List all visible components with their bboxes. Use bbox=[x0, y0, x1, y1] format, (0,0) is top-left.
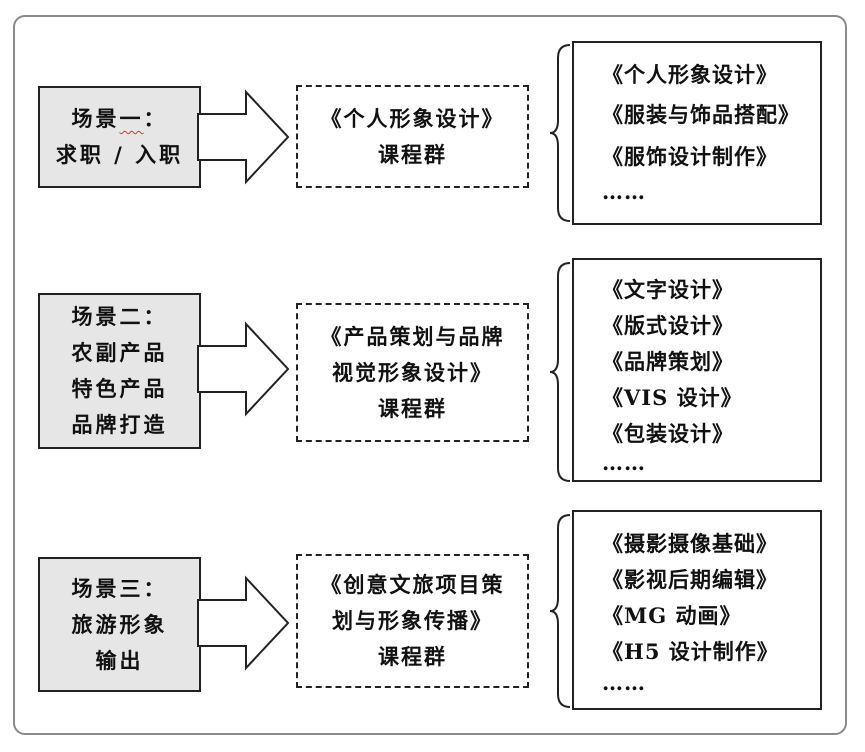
curly-brace-icon bbox=[549, 514, 571, 708]
course-list-2-item-1: 《文字设计》 bbox=[602, 277, 734, 302]
scene-3-line-2: 旅游形象 bbox=[71, 611, 168, 637]
scene-2-line-2: 农副产品 bbox=[71, 340, 168, 365]
course-2-line-1: 《产品策划与品牌 bbox=[320, 323, 505, 349]
course-list-3-item-1: 《摄影摄像基础》 bbox=[602, 531, 778, 556]
course-3-line-2: 划与形象传播》 bbox=[332, 608, 493, 633]
spellcheck-underline: 一 bbox=[119, 106, 144, 131]
course-list-box-2: 《文字设计》 《版式设计》 《品牌策划》 《VIS 设计》 《包装设计》 …… bbox=[572, 258, 822, 482]
curly-brace-icon bbox=[549, 44, 571, 222]
course-list-1-item-3: 《服饰设计制作》 bbox=[602, 144, 778, 169]
scene-box-1: 场景一： 求职 / 入职 bbox=[38, 86, 201, 188]
course-list-3-item-2: 《影视后期编辑》 bbox=[602, 567, 778, 592]
scene-2-line-1: 场景二： bbox=[71, 304, 168, 329]
course-group-box-1: 《个人形象设计》 课程群 bbox=[296, 85, 529, 188]
course-list-2-item-3: 《品牌策划》 bbox=[602, 349, 734, 374]
course-list-1-item-1: 《个人形象设计》 bbox=[602, 62, 778, 87]
scene-box-2: 场景二： 农副产品 特色产品 品牌打造 bbox=[38, 293, 201, 449]
course-list-box-1: 《个人形象设计》 《服装与饰品搭配》 《服饰设计制作》 …… bbox=[572, 41, 822, 225]
course-list-2-item-5: 《包装设计》 bbox=[602, 421, 734, 446]
course-3-line-1: 《创意文旅项目策 bbox=[320, 572, 505, 597]
scene-2-line-3: 特色产品 bbox=[71, 376, 168, 401]
curly-brace-icon bbox=[549, 262, 571, 482]
scene-box-3: 场景三： 旅游形象 输出 bbox=[38, 557, 201, 692]
right-arrow-icon bbox=[197, 321, 290, 417]
course-list-box-3: 《摄影摄像基础》 《影视后期编辑》 《MG 动画》 《H5 设计制作》 …… bbox=[572, 510, 822, 710]
course-1-line-2: 课程群 bbox=[378, 141, 447, 167]
course-list-3-item-4: 《H5 设计制作》 bbox=[602, 639, 779, 664]
course-list-2-item-4: 《VIS 设计》 bbox=[602, 385, 743, 410]
right-arrow-icon bbox=[197, 89, 290, 185]
course-list-2-item-6: …… bbox=[602, 450, 646, 475]
course-1-line-1: 《个人形象设计》 bbox=[320, 105, 505, 131]
course-2-line-2: 视觉形象设计》 bbox=[332, 359, 493, 385]
course-list-3-item-5: …… bbox=[602, 670, 646, 695]
course-list-1-item-4: …… bbox=[602, 179, 646, 204]
scene-3-line-1: 场景三： bbox=[71, 575, 168, 601]
course-list-2-item-2: 《版式设计》 bbox=[602, 313, 734, 338]
course-3-line-3: 课程群 bbox=[378, 644, 447, 669]
course-group-box-2: 《产品策划与品牌 视觉形象设计》 课程群 bbox=[296, 303, 529, 442]
scene-1-line-2: 求职 / 入职 bbox=[55, 142, 184, 167]
course-group-box-3: 《创意文旅项目策 划与形象传播》 课程群 bbox=[296, 554, 529, 688]
right-arrow-icon bbox=[197, 575, 290, 671]
scene-2-line-4: 品牌打造 bbox=[71, 412, 168, 437]
course-2-line-3: 课程群 bbox=[378, 395, 447, 421]
course-list-3-item-3: 《MG 动画》 bbox=[602, 603, 742, 628]
course-list-1-item-2: 《服装与饰品搭配》 bbox=[602, 102, 800, 127]
scene-3-line-3: 输出 bbox=[95, 647, 144, 673]
scene-1-line-1: 场景一： bbox=[71, 106, 168, 131]
